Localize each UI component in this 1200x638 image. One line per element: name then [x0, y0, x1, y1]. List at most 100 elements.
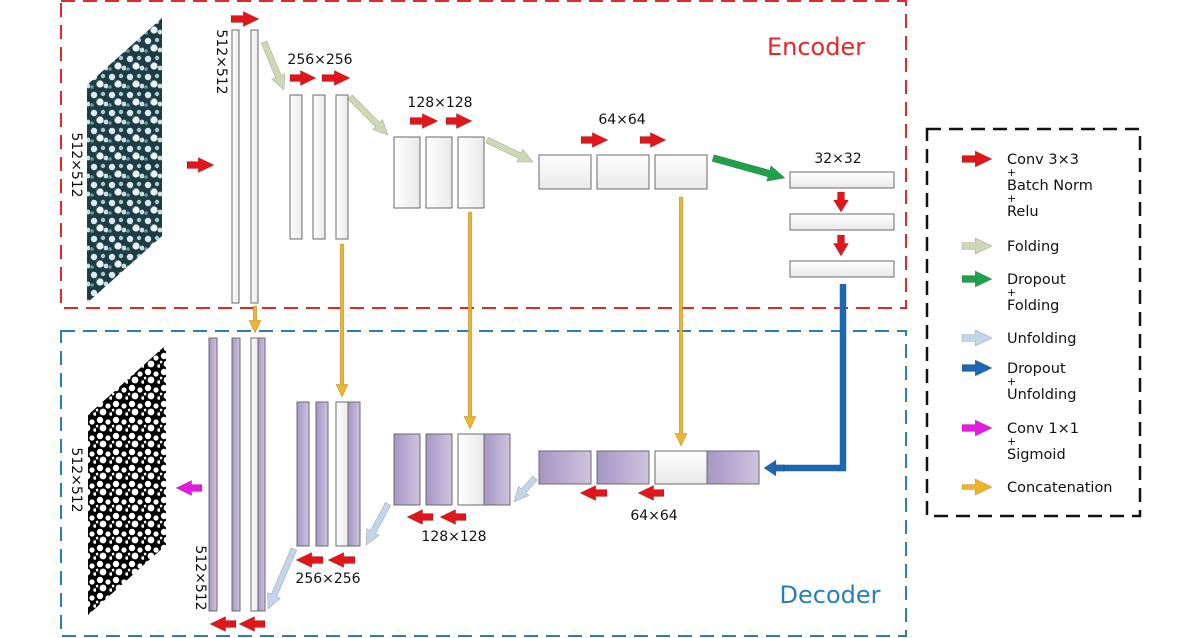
dec3-size-label: 128×128 [421, 529, 486, 545]
encoder-level-2: 256×256 [287, 52, 353, 240]
feature-block [596, 154, 650, 190]
legend-swatch-icon [961, 359, 993, 377]
legend-label: Conv 3×3 [1007, 152, 1079, 168]
legend-label: Conv 1×1 [1007, 421, 1079, 437]
conv-arrow [238, 616, 266, 632]
bottleneck: 32×32 [789, 151, 895, 278]
segmentation-mask-icon [88, 345, 166, 615]
feature-block [425, 136, 453, 209]
conv-arrow [406, 509, 434, 525]
skip-block [250, 337, 259, 612]
conv-arrow [639, 132, 667, 148]
feature-block [425, 433, 453, 506]
legend-plus: + [1007, 435, 1016, 448]
folding-arrow [347, 94, 389, 136]
legend-swatch-icon [961, 329, 993, 347]
legend-label: Unfolding [1007, 331, 1076, 347]
legend: Conv 3×3+Batch Norm+ReluFoldingDropout+F… [961, 150, 1113, 496]
feature-block [231, 29, 240, 304]
folding-arrow [485, 136, 534, 163]
legend-label: Unfolding [1007, 387, 1076, 403]
legend-label: Relu [1007, 204, 1039, 220]
legend-label: Folding [1007, 239, 1059, 255]
feature-block [231, 337, 241, 612]
dropout-folding-arrow [711, 154, 786, 182]
legend-label: Sigmoid [1007, 447, 1066, 463]
conv-arrow [230, 11, 260, 27]
feature-block [257, 337, 266, 612]
decoder-level-1: 512×512 [192, 337, 266, 612]
feature-block [789, 213, 895, 231]
encoder-level-4: 64×64 [538, 112, 708, 190]
decoder-level-2: 256×256 [295, 401, 361, 587]
enc3-size-label: 128×128 [407, 95, 472, 111]
legend-plus: + [1007, 166, 1016, 179]
encoder-title: Encoder [767, 33, 865, 61]
feature-block [483, 433, 511, 506]
encoder-level-1: 512×512 [213, 29, 259, 304]
unfolding-arrow [513, 475, 538, 503]
folding-arrow [260, 40, 286, 91]
conv-arrow [409, 113, 439, 129]
legend-label: Folding [1007, 298, 1059, 314]
conv-arrow [327, 552, 356, 568]
feature-block [296, 401, 310, 547]
feature-block [538, 450, 592, 485]
legend-dropout-unfolding: Dropout+Unfolding [961, 359, 1076, 403]
conv-arrow [579, 485, 608, 501]
legend-swatch-icon [961, 419, 993, 437]
conv-arrow [580, 132, 609, 148]
skip-block [654, 450, 708, 485]
feature-block [250, 29, 259, 304]
unfolding-arrow [267, 547, 298, 610]
skip-block [457, 433, 485, 506]
dec4-size-label: 64×64 [630, 508, 677, 524]
feature-block [208, 337, 218, 612]
conv-arrow [637, 485, 665, 501]
decoder-level-4: 64×64 [538, 450, 760, 524]
concatenation-arrow [335, 243, 349, 398]
enc4-size-label: 64×64 [598, 112, 645, 128]
conv-arrow [439, 509, 467, 525]
feature-block [347, 401, 361, 547]
legend-swatch-icon [961, 478, 993, 496]
unfolding-arrow [365, 502, 392, 546]
dropout-unfolding-path [782, 284, 847, 472]
legend-plus: + [1007, 286, 1016, 299]
skip-block [335, 401, 349, 547]
conv-arrow [321, 70, 351, 86]
legend-label: Dropout [1007, 361, 1066, 377]
concatenation-arrow [674, 196, 688, 447]
feature-block [538, 154, 592, 190]
legend-plus: + [1007, 375, 1016, 388]
conv-arrow [832, 191, 850, 213]
conv-arrow [209, 616, 237, 632]
legend-label: Batch Norm [1007, 178, 1093, 194]
feature-block [789, 171, 895, 189]
feature-block [457, 136, 485, 209]
feature-block [335, 94, 349, 240]
legend-swatch-icon [961, 237, 993, 255]
decoder-frame [60, 330, 907, 637]
legend-unfolding: Unfolding [961, 329, 1076, 347]
concatenation-arrow [463, 211, 477, 430]
feature-block [706, 450, 760, 485]
enc1-size-label: 512×512 [213, 29, 229, 94]
feature-block [289, 94, 303, 240]
conv-arrow [295, 552, 324, 568]
sigmoid-arrow [175, 480, 203, 496]
output-size-label: 512×512 [68, 447, 84, 512]
decoder-title: Decoder [780, 581, 881, 609]
dropout-unfolding-arrow [763, 459, 785, 477]
feature-block [596, 450, 650, 485]
feature-block [654, 154, 708, 190]
encoder-frame [60, 0, 907, 309]
conv-arrow [445, 113, 473, 129]
legend-swatch-icon [961, 150, 993, 168]
feature-block [315, 401, 329, 547]
enc2-size-label: 256×256 [287, 52, 352, 68]
conv-arrow [289, 70, 317, 86]
conv-arrow [186, 157, 215, 173]
arrow-layer [175, 11, 850, 632]
